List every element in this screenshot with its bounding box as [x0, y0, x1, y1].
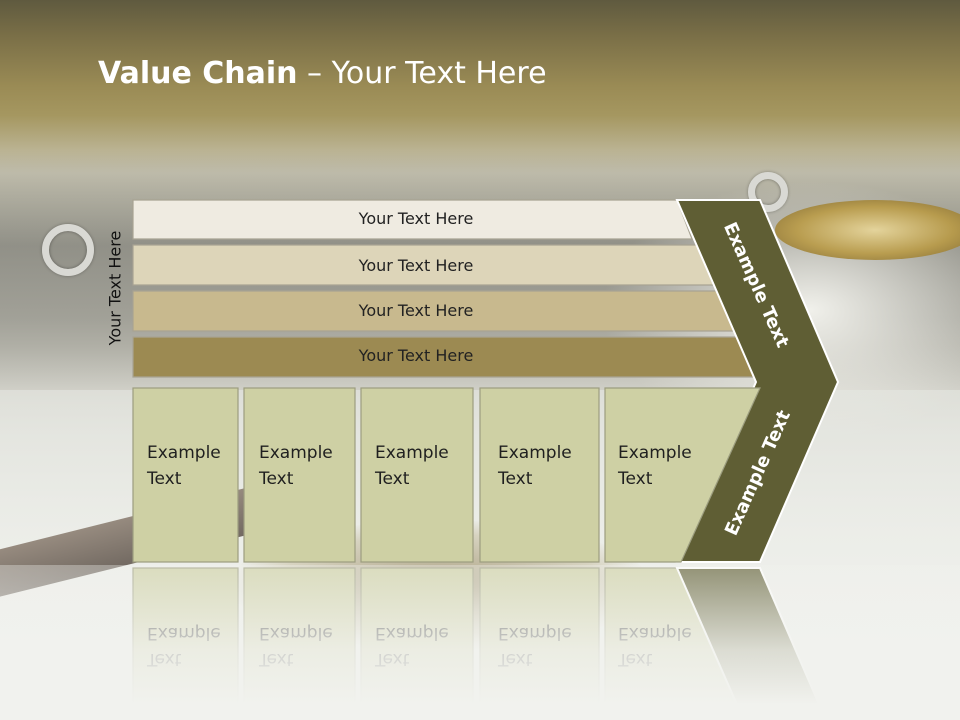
scale-pan-image	[775, 200, 960, 260]
row-label-2: Your Text Here	[358, 256, 474, 275]
activity-cell-5	[604, 387, 761, 563]
activity-cell-4	[479, 387, 600, 563]
slide-title: Value Chain – Your Text Here	[98, 56, 547, 91]
row-label-3: Your Text Here	[358, 301, 474, 320]
ring-image	[42, 224, 94, 276]
activity-cell-3	[360, 387, 474, 563]
ring-image	[748, 172, 788, 212]
row-label-1: Your Text Here	[358, 209, 474, 228]
reflection-fade	[0, 565, 960, 720]
activity-cell-2	[243, 387, 356, 563]
row-label-4: Your Text Here	[358, 346, 474, 365]
activity-cell-1	[132, 387, 239, 563]
row-bar-1	[132, 199, 693, 240]
